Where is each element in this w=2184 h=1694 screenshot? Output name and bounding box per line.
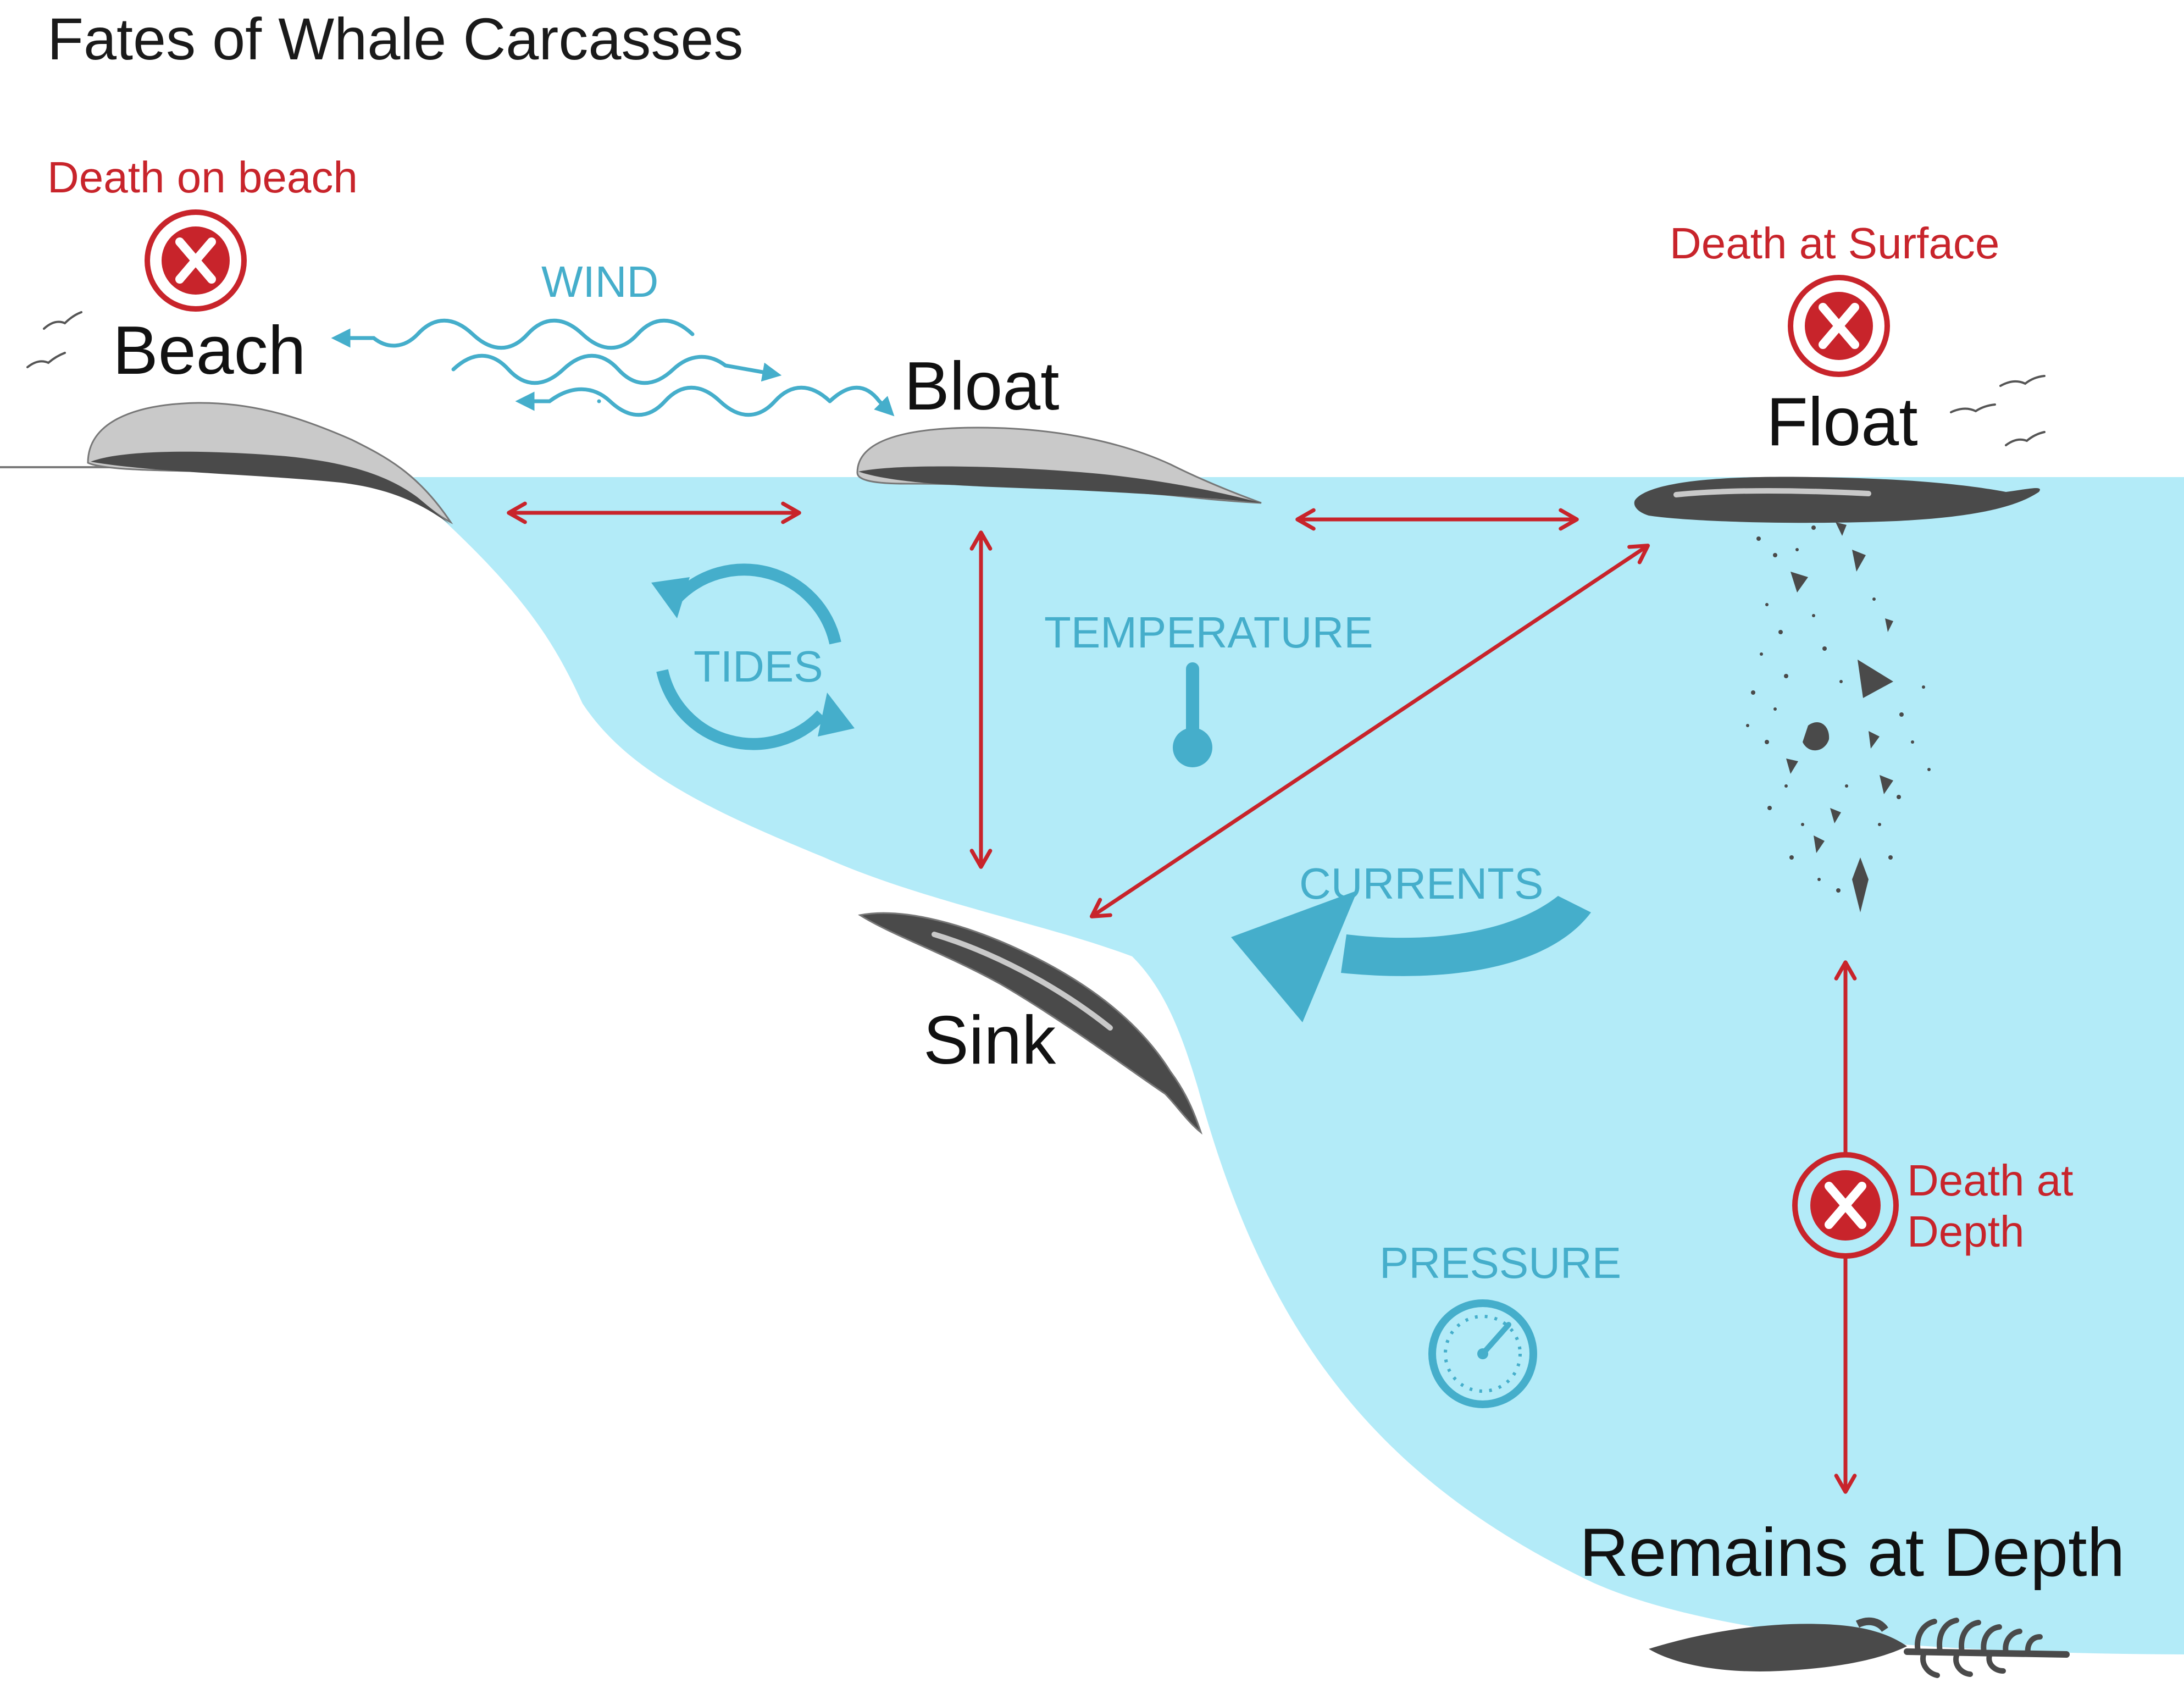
bloat-whale-illustration	[856, 427, 1262, 504]
wind-icon	[331, 318, 895, 417]
sink-whale-illustration	[858, 912, 1203, 1135]
stage-label-remains: Remains at Depth	[1579, 1515, 2125, 1591]
death-at-surface-icon	[1788, 275, 1890, 377]
death-label-beach: Death on beach	[47, 153, 358, 202]
force-label-currents: CURRENTS	[1299, 859, 1543, 908]
sinking-debris-icon	[1746, 522, 1931, 912]
stage-label-sink: Sink	[923, 1003, 1056, 1078]
pressure-gauge-icon	[1428, 1299, 1537, 1408]
float-whale-illustration	[1634, 477, 2040, 523]
currents-icon	[1231, 890, 1591, 1022]
ocean-water	[396, 477, 2184, 1654]
death-on-beach-icon	[145, 209, 247, 312]
death-label-surface: Death at Surface	[1670, 219, 1999, 268]
force-label-wind: WIND	[541, 257, 658, 306]
stage-label-float: Float	[1766, 384, 1918, 460]
force-label-temperature: TEMPERATURE	[1044, 608, 1373, 657]
whale-skeleton-illustration	[1649, 1617, 2070, 1678]
thermometer-icon	[1173, 662, 1212, 767]
force-label-pressure: PRESSURE	[1379, 1238, 1621, 1287]
stage-label-bloat: Bloat	[904, 348, 1060, 424]
force-label-tides: TIDES	[694, 642, 823, 691]
tides-icon	[651, 563, 855, 750]
float-sink-arrow	[1089, 544, 1650, 918]
page-title: Fates of Whale Carcasses	[47, 5, 743, 72]
birds-left-icon	[26, 311, 82, 368]
stage-label-beach: Beach	[113, 313, 306, 389]
beach-whale-illustration	[87, 402, 453, 525]
death-label-depth-line1: Death at	[1907, 1156, 2073, 1205]
death-label-depth-line2: Depth	[1907, 1207, 2024, 1256]
death-at-depth-icon	[1792, 1152, 1899, 1259]
birds-right-icon	[1950, 375, 2046, 446]
